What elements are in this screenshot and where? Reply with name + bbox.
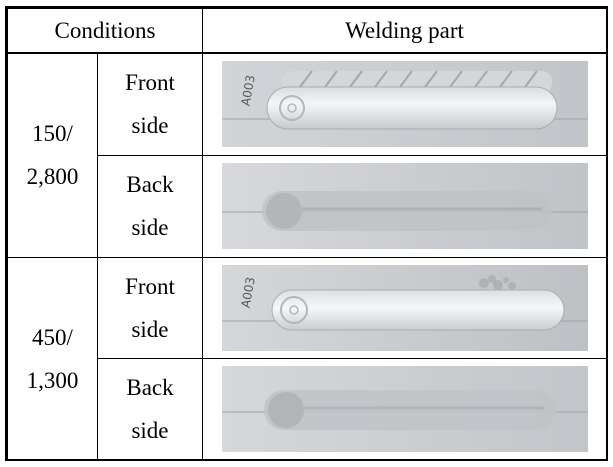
side-label-line1: Front [125, 273, 175, 299]
condition-value-line1: 450/ [32, 324, 73, 350]
table-row: 450/ 1,300 Front side [7, 256, 607, 461]
side-label-line1: Front [125, 70, 175, 96]
weld-photo-cell [202, 357, 607, 461]
side-cell: Back side [97, 357, 203, 461]
conditions-header: Conditions [7, 8, 203, 54]
side-label-line2: side [131, 418, 169, 443]
side-label-line1: Back [126, 172, 174, 197]
condition-value-line1: 150/ [32, 121, 73, 147]
condition-cell: 450/ 1,300 [7, 256, 98, 461]
results-table-frame: Conditions Welding part 150/ 2,800 Front… [5, 6, 608, 461]
weld-bead-back-photo [221, 163, 588, 249]
weld-photo-cell [202, 154, 607, 258]
side-label-line1: Back [126, 375, 174, 400]
weld-bead-back-photo [221, 366, 588, 452]
weld-photo-cell: A003 [202, 256, 607, 359]
weld-bead-front-photo: A003 [221, 61, 588, 148]
specimen-marking: A003 [238, 74, 257, 107]
table-row: 150/ 2,800 Front side [7, 52, 607, 258]
side-label-line2: side [131, 316, 169, 342]
side-label-line2: side [131, 113, 169, 139]
welding-part-header: Welding part [202, 8, 607, 54]
table-row: Back side [8, 154, 607, 258]
side-cell: Front side [97, 52, 203, 156]
condition-value-line2: 2,800 [26, 164, 79, 190]
welding-results-table: Conditions Welding part 150/ 2,800 Front… [7, 8, 607, 461]
table-header-row: Conditions Welding part [7, 8, 607, 54]
condition-value-line2: 1,300 [26, 367, 79, 393]
condition-cell: 150/ 2,800 [7, 52, 98, 258]
table-row: Back side [8, 357, 607, 461]
side-label-line2: side [131, 215, 169, 240]
weld-photo-cell: A003 [202, 52, 607, 156]
side-cell: Back side [97, 154, 203, 258]
specimen-marking: A003 [238, 275, 257, 308]
side-cell: Front side [97, 256, 203, 359]
weld-bead-front-photo: A003 [221, 264, 588, 351]
